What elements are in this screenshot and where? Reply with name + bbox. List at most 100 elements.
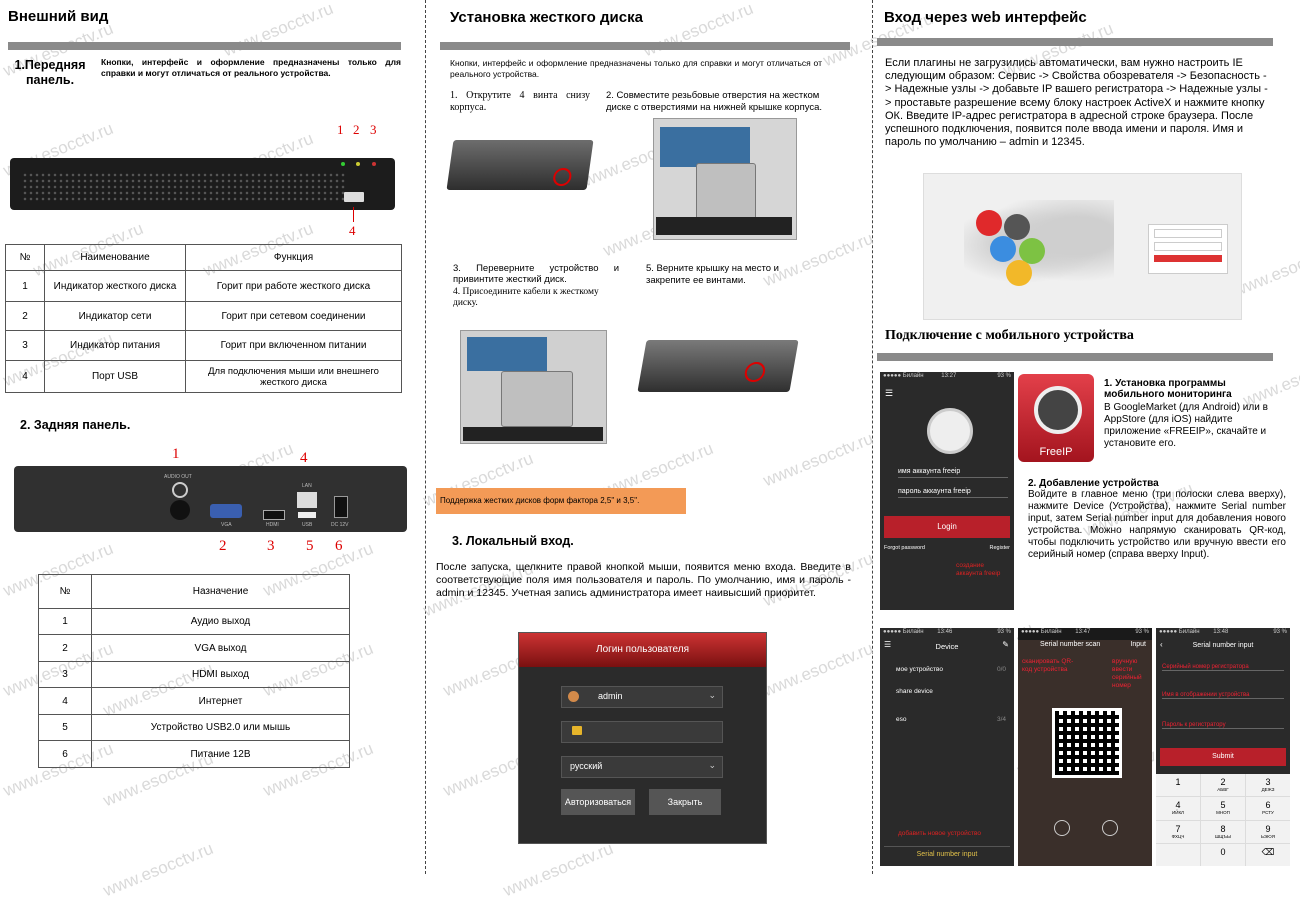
table-cell: 2: [5, 301, 45, 331]
chevron-down-icon: ⌄: [708, 760, 716, 770]
hdd-step-3: 3. Переверните устройство и привинтите ж…: [453, 263, 619, 285]
login-username-select[interactable]: admin ⌄: [561, 686, 723, 708]
register-note: создание аккаунта freeip: [956, 562, 1001, 577]
keypad-letters: ИЙКЛ: [1171, 810, 1185, 816]
login-cancel-button[interactable]: Закрыть: [649, 789, 721, 815]
keypad-digit: 7: [1175, 823, 1181, 834]
phone-serial-input: ●●●●● Билайн 13:48 93 % ‹ Serial number …: [1156, 628, 1290, 866]
serial-input-button[interactable]: Serial number input: [884, 846, 1010, 863]
chevron-down-icon: ⌄: [708, 690, 716, 700]
login-password-field[interactable]: [561, 721, 723, 743]
freeip-app-icon: FreeIP: [1018, 374, 1094, 462]
web-password-field[interactable]: [1154, 242, 1222, 251]
hdd-led: [341, 162, 345, 166]
account-field[interactable]: имя аккаунта freeip: [898, 468, 1008, 478]
carrier: ●●●●● Билайн: [1159, 629, 1200, 635]
dvr-bottom-image: [446, 140, 594, 190]
hdmi-port: [263, 510, 285, 520]
local-login-text: После запуска, щелкните правой кнопкой м…: [436, 561, 851, 599]
clock: 13:47: [1075, 629, 1091, 635]
watermark-text: www.esocctv.ru: [100, 838, 216, 901]
qr-code: [1052, 708, 1122, 778]
submit-button[interactable]: Submit: [1160, 748, 1286, 766]
watermark-text: www.esocctv.ru: [760, 428, 876, 491]
status-bar: ●●●●● Билайн 13:46 93 %: [880, 628, 1014, 640]
add-device-icon[interactable]: ✎: [1002, 640, 1009, 649]
keypad-digit: ⌫: [1261, 846, 1275, 857]
web-interface-text: Если плагины не загрузились автоматическ…: [885, 57, 1268, 149]
menu-icon[interactable]: ☰: [885, 388, 894, 398]
hdd-step-5: 5. Верните крышку на место и закрепите е…: [646, 263, 779, 286]
phone-login-button[interactable]: Login: [884, 516, 1010, 538]
phone-device-list: ●●●●● Билайн 13:46 93 % Device ☰ ✎ мое у…: [880, 628, 1014, 866]
lan-port: [297, 492, 317, 508]
menu-icon[interactable]: ☰: [884, 640, 892, 649]
password-field[interactable]: пароль аккаунта freeip: [898, 488, 1008, 498]
hard-disk: [501, 371, 573, 427]
front-vent-grille: [22, 172, 347, 202]
front-marker-1: 1: [337, 122, 344, 137]
keypad-key[interactable]: 1: [1156, 774, 1200, 797]
device-list-item[interactable]: eso: [896, 716, 907, 723]
status-bar: ●●●●● Билайн 13:48 93 %: [1156, 628, 1290, 640]
keypad-key[interactable]: 0: [1201, 843, 1245, 866]
hdd-support-note: Поддержка жестких дисков форм фактора 2,…: [436, 488, 686, 514]
port-label: USB: [302, 522, 313, 528]
web-login-form: [1148, 224, 1228, 274]
table-cell: Для подключения мыши или внешнего жестко…: [185, 360, 402, 393]
network-led: [356, 162, 360, 166]
camera-lens-icon: [1034, 386, 1082, 434]
port-label: AUDIO OUT: [164, 474, 192, 480]
carrier: ●●●●● Билайн: [883, 373, 924, 379]
keypad-digit: 8: [1220, 823, 1226, 834]
keypad-key[interactable]: [1156, 843, 1200, 866]
device-password-field[interactable]: Пароль к регистратору: [1162, 722, 1284, 729]
table-cell: 1: [5, 270, 45, 302]
status-bar: ●●●●● Билайн 13:47 93 %: [1018, 628, 1152, 640]
keypad-digit: 6: [1265, 800, 1271, 811]
col2-note: Кнопки, интерфейс и оформление предназна…: [450, 58, 822, 79]
login-ok-button[interactable]: Авторизоваться: [561, 789, 635, 815]
login-language-select[interactable]: русский ⌄: [561, 756, 723, 778]
rear-panel-heading: 2. Задняя панель.: [20, 418, 131, 432]
usb-rear-port: [298, 512, 316, 518]
table-cell: Горит при включенном питании: [185, 330, 402, 361]
web-username-field[interactable]: [1154, 229, 1222, 238]
install-text: В GoogleMarket (для Android) или в AppSt…: [1104, 402, 1268, 449]
forgot-password-link[interactable]: Forgot password: [884, 545, 925, 551]
keypad-digit: 0: [1220, 846, 1226, 857]
col2-title-bar: [440, 42, 850, 50]
keypad-letters: ЬЭЮЯ: [1261, 833, 1275, 839]
web-login-button[interactable]: [1154, 255, 1222, 262]
usb-pointer-line: [353, 207, 354, 222]
login-dialog-title: Логин пользователя: [519, 633, 766, 667]
serial-number-field[interactable]: Серийный номер регистратора: [1162, 664, 1284, 671]
hdd-step-4: 4. Присоедините кабели к жесткому диску.: [453, 287, 599, 308]
port-label: DC 12V: [331, 522, 349, 528]
table-header: Назначение: [91, 574, 350, 609]
keypad-key[interactable]: ⌫: [1246, 843, 1290, 866]
table-cell: 2: [38, 634, 92, 662]
qr-scan-note: сканировать QR-код устройства: [1022, 658, 1074, 673]
device-name-field[interactable]: Имя в отображении устройства: [1162, 692, 1284, 699]
device-list-item[interactable]: мое устройство: [896, 666, 943, 673]
gallery-icon[interactable]: [1102, 820, 1118, 836]
back-icon[interactable]: ‹: [1160, 640, 1163, 649]
vga-port: [210, 504, 242, 518]
feature-icon: [1006, 260, 1032, 286]
app-name: FreeIP: [1039, 446, 1073, 458]
manual-input-link[interactable]: Input: [1130, 641, 1146, 648]
rear-marker-3: 3: [267, 538, 275, 554]
flashlight-icon[interactable]: [1054, 820, 1070, 836]
device-list-item[interactable]: share device: [896, 688, 933, 695]
register-link[interactable]: Register: [989, 545, 1010, 551]
rear-panel-image: AUDIO OUT VGA HDMI LAN USB DC 12V: [14, 466, 407, 532]
